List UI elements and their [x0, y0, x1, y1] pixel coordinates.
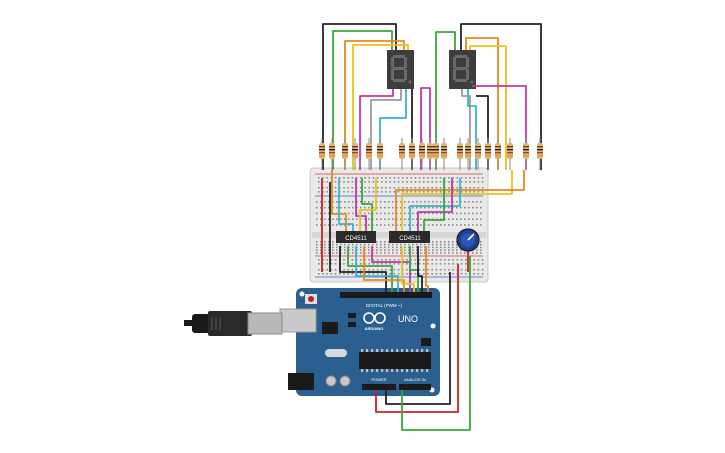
- wire-yellow[interactable]: [352, 44, 409, 170]
- wire-black[interactable]: [385, 272, 451, 405]
- resistor[interactable]: [485, 138, 491, 170]
- resistor[interactable]: [329, 138, 335, 170]
- wire-yellow[interactable]: [401, 246, 415, 292]
- wire-purple[interactable]: [371, 246, 411, 292]
- wire-purple[interactable]: [417, 178, 453, 238]
- resistor[interactable]: [475, 138, 481, 170]
- capacitor: [339, 375, 351, 387]
- power-label: POWER: [371, 377, 386, 382]
- usb-cable[interactable]: [184, 311, 283, 336]
- usb-port: [279, 308, 317, 333]
- resistor[interactable]: [399, 138, 405, 170]
- digital-header[interactable]: [340, 292, 432, 298]
- resistor[interactable]: [507, 138, 513, 170]
- resistor[interactable]: [495, 138, 501, 170]
- mounting-hole: [430, 323, 436, 329]
- icsp-header: [421, 338, 431, 346]
- wire-black[interactable]: [417, 246, 423, 292]
- crystal: [325, 349, 347, 357]
- digital-label: DIGITAL (PWM ~): [366, 303, 403, 308]
- seven-segment-display-right[interactable]: [449, 50, 476, 89]
- resistor[interactable]: [457, 138, 463, 170]
- resistor[interactable]: [377, 138, 383, 170]
- smd-chip: [348, 313, 356, 318]
- wire-yellow[interactable]: [401, 170, 513, 238]
- wire-green[interactable]: [409, 246, 419, 292]
- ic-chip-right[interactable]: CD4511: [389, 231, 430, 243]
- potentiometer-knob-indicator: [467, 233, 475, 241]
- atmega-chip: [359, 352, 431, 369]
- resistor[interactable]: [465, 138, 471, 170]
- wire-yellow[interactable]: [359, 178, 377, 238]
- resistor[interactable]: [419, 138, 425, 170]
- wire-yellow[interactable]: [469, 45, 507, 170]
- wire-black[interactable]: [339, 246, 387, 292]
- arduino-model: UNO: [398, 314, 418, 324]
- wire-red[interactable]: [375, 264, 459, 413]
- power-jack: [288, 373, 314, 390]
- wire-green[interactable]: [347, 246, 393, 292]
- wire-orange[interactable]: [425, 246, 429, 292]
- resistor[interactable]: [433, 138, 439, 170]
- smd-chip: [348, 322, 356, 327]
- ic-left-label: CD4511: [345, 236, 367, 242]
- wire-green[interactable]: [361, 178, 373, 238]
- wires[interactable]: [290, 23, 542, 431]
- resistor[interactable]: [537, 138, 543, 170]
- wire-black[interactable]: [322, 23, 397, 170]
- potentiometer[interactable]: [456, 228, 480, 252]
- resistor[interactable]: [441, 138, 447, 170]
- wire-gray[interactable]: [461, 89, 471, 170]
- resistor[interactable]: [523, 138, 529, 170]
- resistors[interactable]: [319, 138, 543, 170]
- wire-orange[interactable]: [465, 37, 499, 170]
- power-header[interactable]: [362, 384, 396, 390]
- wire-gray[interactable]: [370, 89, 402, 170]
- wire-purple[interactable]: [420, 87, 431, 170]
- resistor[interactable]: [409, 138, 415, 170]
- resistor[interactable]: [352, 138, 358, 170]
- wire-purple[interactable]: [355, 178, 367, 238]
- resistor[interactable]: [342, 138, 348, 170]
- breadboard[interactable]: [309, 167, 489, 283]
- mounting-hole: [299, 291, 305, 297]
- arduino-brand: ARDUINO: [365, 326, 384, 331]
- seven-segment-display-left[interactable]: [387, 50, 414, 89]
- wire-cyan[interactable]: [467, 89, 477, 170]
- analog-label: ANALOG IN: [404, 377, 426, 382]
- usb-chip: [322, 322, 338, 334]
- wire-green[interactable]: [401, 256, 471, 431]
- analog-header[interactable]: [399, 384, 431, 390]
- wire-orange[interactable]: [363, 246, 405, 292]
- wire-green[interactable]: [423, 178, 445, 238]
- wire-cyan[interactable]: [409, 178, 461, 238]
- resistor[interactable]: [427, 138, 433, 170]
- wire-green[interactable]: [435, 31, 456, 170]
- resistor[interactable]: [319, 138, 325, 170]
- resistor[interactable]: [366, 138, 372, 170]
- capacitor: [325, 375, 337, 387]
- arduino-uno-board[interactable]: DIGITAL (PWM ~) ARDUINO UNO POWER A: [279, 288, 440, 396]
- wire-purple[interactable]: [359, 89, 394, 170]
- ic-right-label: CD4511: [399, 236, 421, 242]
- wire-cyan[interactable]: [355, 246, 399, 292]
- reset-button-cap[interactable]: [308, 296, 314, 302]
- ic-chip-left[interactable]: CD4511: [336, 231, 376, 243]
- arduino-logo-icon: [363, 312, 386, 324]
- wire-black[interactable]: [460, 23, 542, 170]
